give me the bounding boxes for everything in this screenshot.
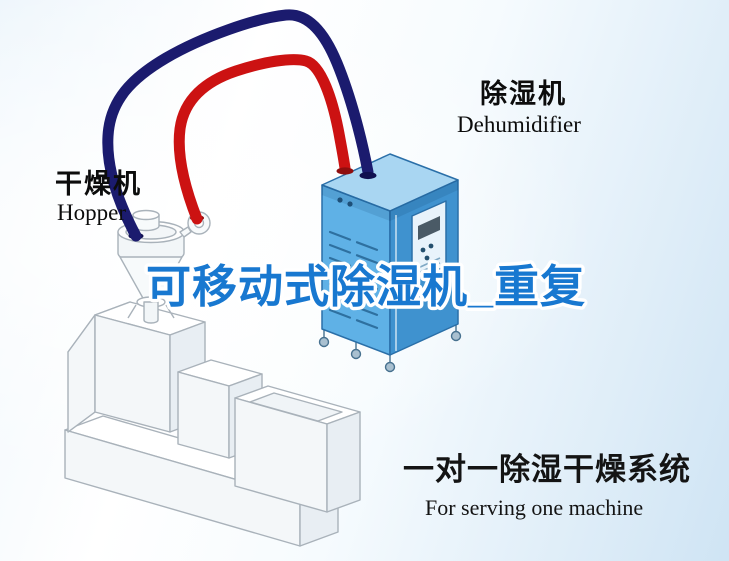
indicator-light xyxy=(347,201,353,207)
dehumidifier-casters xyxy=(318,324,462,373)
pipes xyxy=(102,9,377,242)
hopper-tube xyxy=(143,301,159,324)
indicator-light xyxy=(337,197,343,203)
red-pipe-fitting-dehumidifier xyxy=(336,167,354,175)
dehumidifier-unit xyxy=(318,153,462,373)
text-layer: 干燥机 Hopper 除湿机 Dehumidifier 可移动式除湿机_重复 一… xyxy=(55,78,691,520)
panel-button xyxy=(420,247,426,253)
label-hopper-cn: 干燥机 xyxy=(55,169,142,199)
label-dehumidifier-cn: 除湿机 xyxy=(480,78,567,109)
label-hopper-en: Hopper xyxy=(57,200,126,225)
pipe-navy xyxy=(102,9,374,242)
label-dehumidifier-en: Dehumidifier xyxy=(457,112,581,137)
machine-barrel-block xyxy=(234,385,361,513)
caption-cn: 一对一除湿干燥系统 xyxy=(403,452,691,487)
vent-slots xyxy=(328,230,379,329)
panel-button xyxy=(424,255,430,261)
watermark-title: 可移动式除湿机_重复 xyxy=(146,261,586,312)
panel-display xyxy=(418,216,440,240)
dehumidifier-control-panel xyxy=(411,200,447,282)
navy-pipe-fitting-dehumidifier xyxy=(359,171,377,180)
caption-en: For serving one machine xyxy=(425,495,643,520)
extruder-machine xyxy=(64,209,361,547)
pipe-red xyxy=(173,54,351,225)
panel-button xyxy=(428,243,434,249)
